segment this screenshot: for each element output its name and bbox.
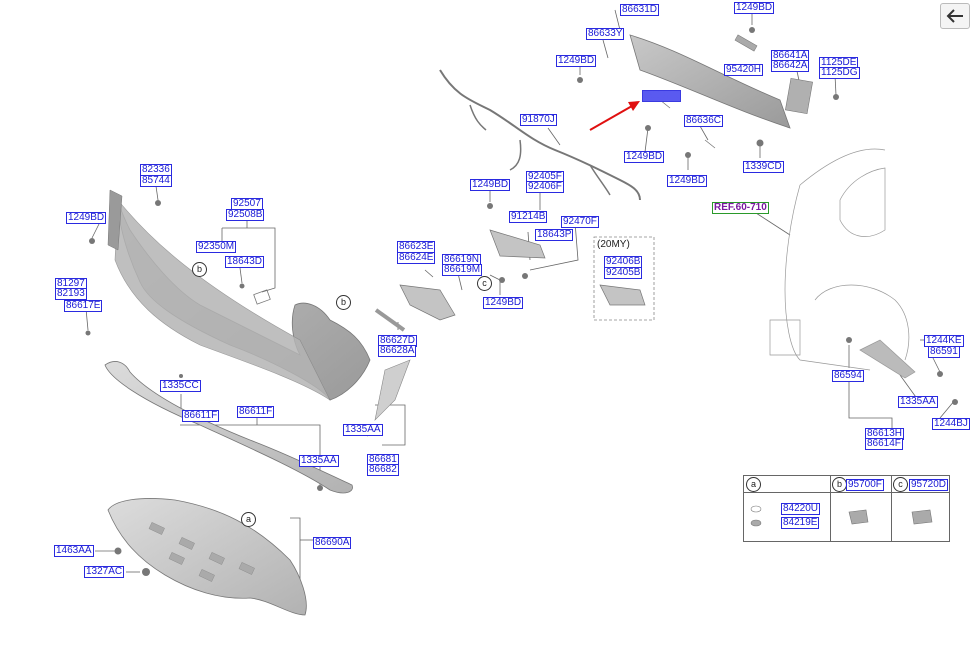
part-label-86614F[interactable]: 86614F bbox=[865, 438, 903, 450]
part-label-1249BD[interactable]: 1249BD bbox=[667, 175, 708, 187]
part-label-1335AA[interactable]: 1335AA bbox=[343, 424, 383, 436]
part-label-95720D[interactable]: 95720D bbox=[909, 479, 949, 491]
arrow-left-icon bbox=[946, 9, 963, 23]
back-button[interactable] bbox=[940, 3, 970, 29]
part-label-86636C[interactable]: 86636C bbox=[684, 115, 724, 127]
part-label-86635D-highlighted[interactable]: 86635D bbox=[642, 90, 682, 102]
part-label-95420H[interactable]: 95420H bbox=[724, 64, 764, 76]
part-label-86631D[interactable]: 86631D bbox=[620, 4, 660, 16]
part-label-1249BD[interactable]: 1249BD bbox=[483, 297, 524, 309]
lower-bumper-lip bbox=[104, 361, 353, 494]
part-label-85744[interactable]: 85744 bbox=[140, 175, 172, 187]
part-label-1339CD[interactable]: 1339CD bbox=[743, 161, 784, 173]
part-label-91214B[interactable]: 91214B bbox=[509, 211, 548, 223]
legend-table: a b c bbox=[743, 475, 950, 542]
part-label-86594[interactable]: 86594 bbox=[832, 370, 864, 382]
legend-key-c: c bbox=[893, 477, 908, 492]
part-label-86611F[interactable]: 86611F bbox=[182, 410, 220, 422]
part-label-86624E[interactable]: 86624E bbox=[397, 252, 436, 264]
part-label-86681[interactable]: 86681 bbox=[367, 454, 399, 466]
part-label-18643D[interactable]: 18643D bbox=[225, 256, 265, 268]
part-label-86611F[interactable]: 86611F bbox=[237, 406, 275, 418]
part-label-82193[interactable]: 82193 bbox=[55, 288, 87, 300]
part-label-1244BJ[interactable]: 1244BJ bbox=[932, 418, 970, 430]
part-label-18643P[interactable]: 18643P bbox=[535, 229, 574, 241]
part-label-92406B[interactable]: 92406B bbox=[604, 256, 643, 268]
part-label-1335AA[interactable]: 1335AA bbox=[299, 455, 339, 467]
legend-col-b: b bbox=[830, 476, 892, 541]
part-label-1249BD[interactable]: 1249BD bbox=[470, 179, 511, 191]
callout-c: c bbox=[477, 276, 492, 291]
callout-a: a bbox=[241, 512, 256, 527]
part-label-86641A[interactable]: 86641A bbox=[771, 50, 810, 62]
part-label-1125DG[interactable]: 1125DG bbox=[819, 67, 860, 79]
part-label-92508B[interactable]: 92508B bbox=[226, 209, 265, 221]
part-label-86617E[interactable]: 86617E bbox=[64, 300, 103, 312]
variant-note: (20MY) bbox=[597, 239, 630, 250]
ref-label-60-710[interactable]: REF.60-710 bbox=[712, 202, 769, 214]
callout-b-side: b bbox=[336, 295, 351, 310]
part-label-1335CC[interactable]: 1335CC bbox=[160, 380, 201, 392]
part-label-86628A[interactable]: 86628A bbox=[378, 345, 417, 357]
part-label-1249BD[interactable]: 1249BD bbox=[556, 55, 597, 67]
part-label-1335AA[interactable]: 1335AA bbox=[898, 396, 938, 408]
part-label-86613H[interactable]: 86613H bbox=[865, 428, 905, 440]
part-label-86642A[interactable]: 86642A bbox=[771, 60, 810, 72]
part-label-86633Y[interactable]: 86633Y bbox=[586, 28, 625, 40]
part-label-92405B[interactable]: 92405B bbox=[604, 267, 643, 279]
part-label-86690A[interactable]: 86690A bbox=[313, 537, 352, 549]
part-label-1463AA[interactable]: 1463AA bbox=[54, 545, 94, 557]
legend-col-c: c bbox=[891, 476, 949, 541]
part-label-86591[interactable]: 86591 bbox=[928, 346, 960, 358]
under-cover bbox=[107, 498, 307, 616]
callout-b-bumper: b bbox=[192, 262, 207, 277]
legend-key-a: a bbox=[746, 477, 761, 492]
part-label-1249BD[interactable]: 1249BD bbox=[624, 151, 665, 163]
legend-key-b: b bbox=[832, 477, 847, 492]
part-label-1327AC[interactable]: 1327AC bbox=[84, 566, 125, 578]
part-label-86682[interactable]: 86682 bbox=[367, 464, 399, 476]
part-label-95700F[interactable]: 95700F bbox=[846, 479, 884, 491]
part-label-1249BD[interactable]: 1249BD bbox=[734, 2, 775, 14]
legend-col-a: a bbox=[744, 476, 831, 541]
part-label-92470F[interactable]: 92470F bbox=[561, 216, 599, 228]
part-label-86619M[interactable]: 86619M bbox=[442, 264, 483, 276]
red-arrow-icon bbox=[589, 101, 640, 131]
part-label-92406F[interactable]: 92406F bbox=[526, 181, 564, 193]
bumper-beam bbox=[629, 34, 791, 129]
part-label-84219E[interactable]: 84219E bbox=[781, 517, 820, 529]
part-label-92350M[interactable]: 92350M bbox=[196, 241, 237, 253]
part-label-92507[interactable]: 92507 bbox=[231, 198, 263, 210]
wiring-harness bbox=[439, 69, 641, 201]
part-label-84220U[interactable]: 84220U bbox=[781, 503, 821, 515]
part-label-1249BD[interactable]: 1249BD bbox=[66, 212, 107, 224]
part-label-91870J[interactable]: 91870J bbox=[520, 114, 557, 126]
